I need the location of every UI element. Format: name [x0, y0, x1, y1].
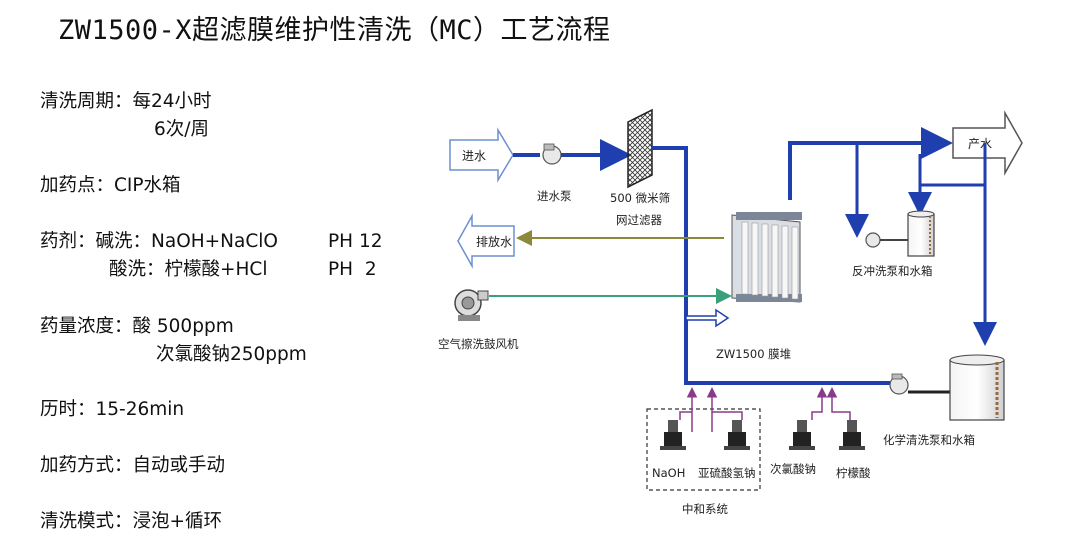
membrane-stack-label: ZW1500 膜堆 [716, 347, 791, 361]
screen-filter-label-2: 网过滤器 [616, 213, 662, 227]
dosing-method-label: 加药方式： [40, 455, 133, 476]
dosing-point-row: 加药点：CIP水箱 [40, 172, 181, 200]
dosing-point-value: CIP水箱 [114, 175, 181, 196]
backwash-tank-icon [907, 210, 935, 257]
neutralization-label: 中和系统 [682, 502, 728, 516]
inlet-pump-label: 进水泵 [537, 189, 572, 203]
cleaning-cycle-label: 清洗周期： [40, 91, 133, 112]
acid-label: 酸洗： [109, 259, 165, 280]
bisulfite-pump-icon [724, 420, 750, 450]
citric-acid-pump-icon [839, 420, 865, 450]
dosage-concentration-value: 酸 500ppm [132, 316, 234, 337]
cleaning-cycle-value-2: 6次/周 [154, 119, 210, 140]
screen-filter-label-1: 500 微米筛 [610, 191, 670, 205]
duration-value: 15-26min [95, 399, 185, 420]
feed-manifold-pipe [652, 146, 890, 385]
air-blower-icon [454, 289, 489, 321]
alkali-value: NaOH+NaClO [151, 231, 278, 252]
backwash-label: 反冲洗泵和水箱 [852, 264, 933, 278]
backwash-pump-icon [865, 232, 881, 248]
alkali-ph: PH 12 [328, 231, 383, 252]
hypochlorite-line [811, 387, 828, 420]
chem-clean-tank-icon [949, 354, 1005, 421]
chem-clean-pump-icon [889, 373, 909, 395]
dosage-concentration-value-2: 次氯酸钠250ppm [156, 344, 307, 365]
screen-filter-icon [627, 108, 653, 189]
product-water-arrow: 产水 [952, 110, 1023, 176]
naoh-branch [679, 411, 692, 420]
duration-label: 历时： [40, 399, 96, 420]
citric-acid-line [826, 387, 851, 420]
chem-clean-label: 化学清洗泵和水箱 [883, 433, 975, 447]
drain-water-arrow: 排放水 [457, 213, 515, 269]
feed-to-membrane-arrow [685, 308, 730, 328]
page-title: ZW1500-X超滤膜维护性清洗（MC）工艺流程 [58, 15, 611, 46]
dosing-method-row: 加药方式：自动或手动 [40, 452, 225, 480]
cleaning-cycle-row: 清洗周期：每24小时 [40, 88, 212, 116]
citric-acid-label: 柠檬酸 [836, 466, 871, 480]
hypochlorite-pump-icon [789, 420, 815, 450]
hypochlorite-label: 次氯酸钠 [770, 462, 816, 476]
cleaning-mode-row: 清洗模式：浸泡+循环 [40, 508, 222, 536]
inlet-pump-icon [542, 143, 562, 165]
acid-value: 柠檬酸+HCl [164, 259, 268, 280]
naoh-label: NaOH [652, 466, 685, 480]
product-water-label: 产水 [968, 137, 992, 151]
dosage-concentration-row: 药量浓度：酸 500ppm [40, 313, 234, 341]
dosage-concentration-label: 药量浓度： [40, 316, 133, 337]
chemical-row-acid: 酸洗：柠檬酸+HCl [109, 256, 268, 284]
dosing-point-label: 加药点： [40, 175, 115, 196]
inlet-water-label: 进水 [462, 149, 486, 163]
drain-water-label: 排放水 [476, 234, 512, 249]
neutralization-box [646, 408, 761, 491]
product-pipe [788, 127, 953, 200]
inlet-water-arrow: 进水 [449, 127, 514, 183]
duration-row: 历时：15-26min [40, 396, 184, 424]
cleaning-mode-label: 清洗模式： [40, 511, 133, 532]
cleaning-mode-value: 浸泡+循环 [132, 511, 223, 532]
sodium-bisulfite-label: 亚硫酸氢钠 [698, 466, 756, 480]
bisulfite-branch [712, 411, 743, 420]
naoh-pump-icon [660, 420, 686, 450]
alkali-label: 碱洗： [95, 231, 152, 252]
chemical-row-alkali: 药剂：碱洗：NaOH+NaClO [40, 228, 278, 256]
membrane-stack-icon [731, 212, 802, 303]
cleaning-cycle-value: 每24小时 [132, 91, 212, 112]
acid-ph: PH 2 [328, 259, 377, 280]
air-blower-label: 空气擦洗鼓风机 [438, 337, 519, 351]
dosing-method-value: 自动或手动 [132, 455, 226, 476]
chemical-label: 药剂： [40, 231, 96, 252]
